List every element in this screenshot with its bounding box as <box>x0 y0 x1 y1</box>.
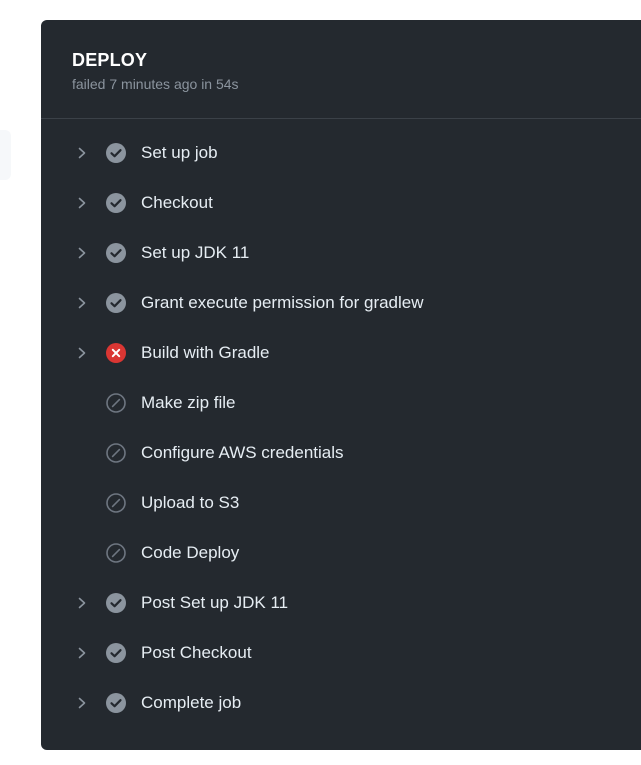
check-circle-icon <box>105 642 127 664</box>
skip-icon <box>105 542 127 564</box>
skip-icon <box>105 442 127 464</box>
chevron-right-icon[interactable] <box>75 295 89 311</box>
job-details-panel: DEPLOY failed 7 minutes ago in 54s Set u… <box>41 20 641 750</box>
step-label: Configure AWS credentials <box>141 443 344 462</box>
step-row[interactable]: Grant execute permission for gradlew <box>41 278 641 328</box>
check-circle-icon <box>105 692 127 714</box>
step-row[interactable]: Upload to S3 <box>41 478 641 528</box>
step-label: Post Set up JDK 11 <box>141 593 289 612</box>
step-row[interactable]: Post Checkout <box>41 628 641 678</box>
chevron-right-icon[interactable] <box>75 345 89 361</box>
skip-icon <box>105 492 127 514</box>
chevron-right-icon[interactable] <box>75 595 89 611</box>
check-circle-icon <box>105 242 127 264</box>
step-label: Upload to S3 <box>141 493 240 512</box>
check-circle-icon <box>105 192 127 214</box>
job-title: DEPLOY <box>72 50 148 70</box>
step-row[interactable]: Complete job <box>41 678 641 728</box>
x-circle-icon <box>105 342 127 364</box>
step-row[interactable]: Make zip file <box>41 378 641 428</box>
step-label: Complete job <box>141 693 242 712</box>
step-label: Post Checkout <box>141 643 252 662</box>
chevron-right-icon[interactable] <box>75 195 89 211</box>
skip-icon <box>105 392 127 414</box>
step-row[interactable]: Set up job <box>41 128 641 178</box>
step-row[interactable]: Checkout <box>41 178 641 228</box>
step-label: Make zip file <box>141 393 236 412</box>
step-row[interactable]: Build with Gradle <box>41 328 641 378</box>
adjacent-panel-edge <box>0 130 11 180</box>
check-circle-icon <box>105 292 127 314</box>
step-row[interactable]: Code Deploy <box>41 528 641 578</box>
check-circle-icon <box>105 592 127 614</box>
step-label: Code Deploy <box>141 543 240 562</box>
step-row[interactable]: Post Set up JDK 11 <box>41 578 641 628</box>
chevron-right-icon[interactable] <box>75 145 89 161</box>
chevron-right-icon[interactable] <box>75 645 89 661</box>
step-label: Set up JDK 11 <box>141 243 250 262</box>
job-header: DEPLOY failed 7 minutes ago in 54s <box>41 20 641 119</box>
step-label: Checkout <box>141 193 213 212</box>
chevron-right-icon[interactable] <box>75 695 89 711</box>
step-label: Grant execute permission for gradlew <box>141 293 424 312</box>
step-label: Build with Gradle <box>141 343 270 362</box>
step-row[interactable]: Set up JDK 11 <box>41 228 641 278</box>
chevron-right-icon[interactable] <box>75 245 89 261</box>
step-label: Set up job <box>141 143 218 162</box>
job-status-text: failed 7 minutes ago in 54s <box>72 76 239 92</box>
check-circle-icon <box>105 142 127 164</box>
step-row[interactable]: Configure AWS credentials <box>41 428 641 478</box>
